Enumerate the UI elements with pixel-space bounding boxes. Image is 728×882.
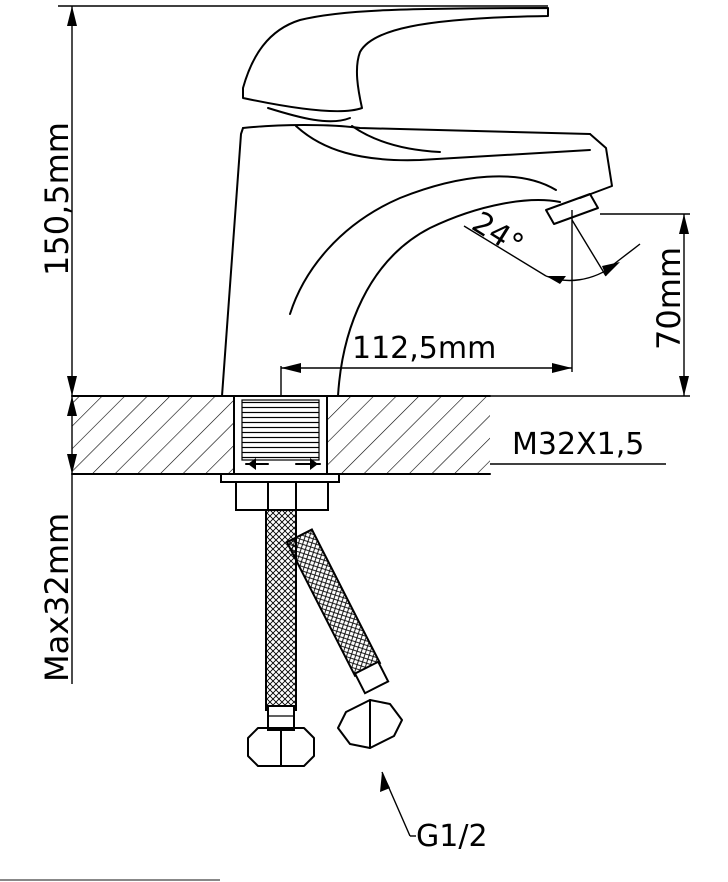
spout-reach-label: 112,5mm xyxy=(352,331,496,366)
dimension-height-total: 150,5mm xyxy=(38,5,548,396)
locking-nut xyxy=(220,473,340,511)
connection-callout: G1/2 xyxy=(380,771,488,854)
mounting-thread xyxy=(233,395,328,475)
dimension-spout-height: 70mm xyxy=(490,213,690,397)
height-total-label: 150,5mm xyxy=(38,122,76,276)
connection-label: G1/2 xyxy=(416,819,488,854)
dimension-angle: 24° xyxy=(463,205,641,284)
flexible-hose-right xyxy=(285,528,403,749)
thread-callout: M32X1,5 xyxy=(490,427,666,465)
dimension-spout-reach: 112,5mm xyxy=(280,210,573,396)
thread-label: M32X1,5 xyxy=(512,427,644,462)
dimension-max-thickness: Max32mm xyxy=(38,396,77,684)
faucet-body xyxy=(221,7,613,397)
angle-label: 24° xyxy=(466,205,530,263)
spout-height-label: 70mm xyxy=(650,247,688,350)
max-thickness-label: Max32mm xyxy=(38,513,76,682)
